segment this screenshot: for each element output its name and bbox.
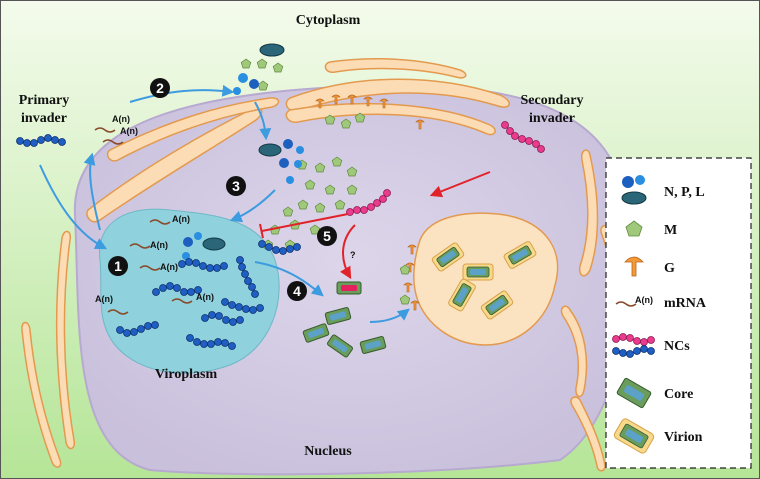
nucleocapsids-blue <box>16 134 301 350</box>
svg-text:A(n): A(n) <box>160 262 178 272</box>
core-icon <box>616 377 652 409</box>
legend-label-virion: Virion <box>664 430 703 445</box>
mrna-strands <box>94 127 193 315</box>
svg-text:A(n): A(n) <box>120 126 138 136</box>
legend-label-mrna: mRNA <box>664 296 707 311</box>
step-2-marker <box>150 78 170 98</box>
secondary-invader-label-line2: invader <box>529 111 575 126</box>
step-4-marker <box>287 281 307 301</box>
g-protein-icon <box>624 256 644 277</box>
legend-label-npl: N, P, L <box>664 185 705 200</box>
nucleocapsids-pink <box>346 121 545 216</box>
nucleocapsid-icon <box>612 333 655 358</box>
legend-label-g: G <box>664 261 675 276</box>
step-5-marker <box>317 226 337 246</box>
legend-label-ncs: NCs <box>664 339 690 354</box>
step-3-marker <box>226 176 246 196</box>
cytoplasm-label: Cytoplasm <box>296 13 361 28</box>
svg-text:A(n): A(n) <box>635 295 653 305</box>
svg-text:1: 1 <box>114 258 122 274</box>
legend: N, P, L M G A(n) mRNA NCs Core <box>605 157 752 469</box>
nucleus-label: Nucleus <box>304 444 352 459</box>
svg-text:A(n): A(n) <box>172 214 190 224</box>
unknown-mark: ? <box>350 250 356 260</box>
primary-invader-label-line2: invader <box>21 111 67 126</box>
npl-proteins <box>182 43 304 260</box>
svg-text:3: 3 <box>232 178 240 194</box>
legend-label-m: M <box>664 223 677 238</box>
svg-text:A(n): A(n) <box>150 240 168 250</box>
poly-a-labels: A(n) A(n) A(n) A(n) A(n) A(n) A(n) <box>95 114 214 304</box>
legend-box <box>605 157 752 469</box>
primary-invader-label-line1: Primary <box>19 93 70 108</box>
svg-text:5: 5 <box>323 228 331 244</box>
npl-icon <box>621 175 647 205</box>
blue-arrows <box>39 84 410 323</box>
mrna-icon: A(n) <box>615 295 653 307</box>
svg-text:2: 2 <box>156 80 164 96</box>
svg-text:A(n): A(n) <box>112 114 130 124</box>
m-protein-icon <box>625 220 643 237</box>
viroplasm-label: Viroplasm <box>155 367 218 382</box>
svg-text:4: 4 <box>293 283 301 299</box>
secondary-invader-label-line1: Secondary <box>521 93 584 108</box>
svg-text:A(n): A(n) <box>196 292 214 302</box>
step-1-marker <box>108 256 128 276</box>
new-core-pink <box>336 281 362 295</box>
legend-label-core: Core <box>664 387 693 402</box>
svg-text:A(n): A(n) <box>95 294 113 304</box>
step-markers: 2 3 1 4 5 <box>108 78 337 301</box>
virion-icon <box>613 418 655 454</box>
red-arrows <box>259 171 491 280</box>
